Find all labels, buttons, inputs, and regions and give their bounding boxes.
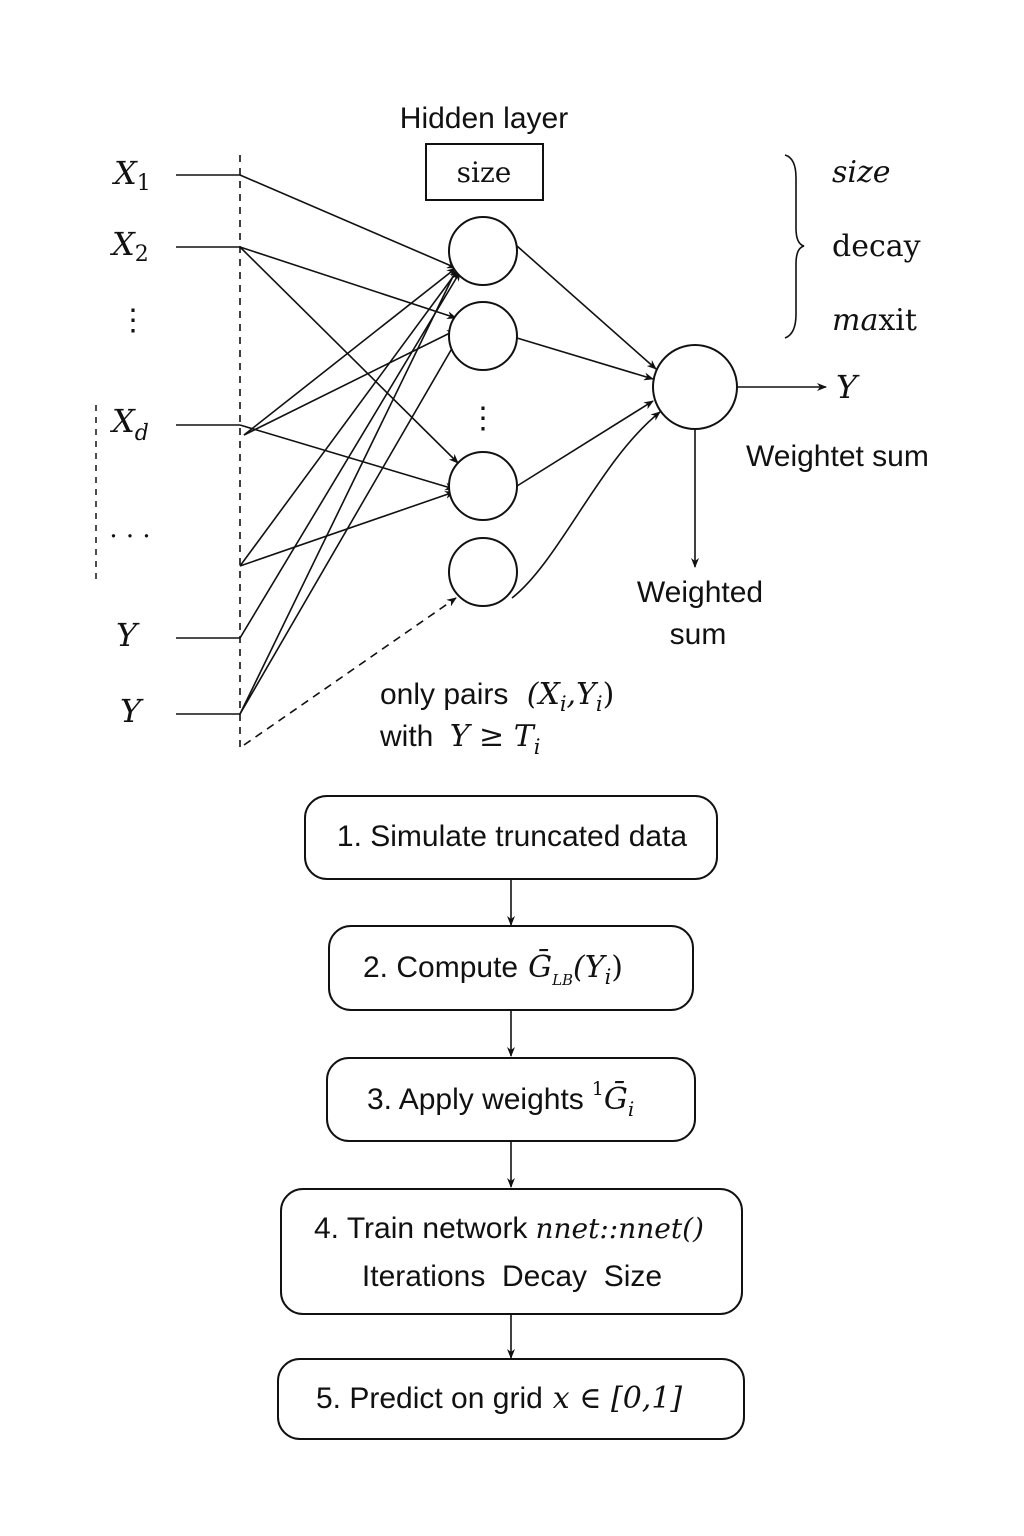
output-node	[652, 344, 738, 430]
hidden-layer-title: Hidden layer	[400, 102, 568, 135]
param-decay: decay	[832, 229, 921, 264]
input-x1-label: X1	[111, 154, 151, 196]
hidden-vdots: ⋮	[468, 401, 498, 436]
weighted-sum-label-line1: Weighted	[637, 576, 763, 609]
note-line-1: only pairs (Xi,Yi)	[380, 677, 614, 716]
input-x2-label: X2	[109, 225, 149, 267]
input-hidden-connections	[239, 174, 461, 746]
step-4-sublabel: Iterations Decay Size	[362, 1260, 662, 1293]
step-1-label: 1. Simulate truncated data	[337, 820, 688, 853]
parameter-brace	[784, 154, 805, 339]
step-5-box	[277, 1358, 745, 1440]
hidden-node-2	[448, 301, 518, 371]
hidden-node-4	[448, 537, 518, 607]
input-hdots: · · ·	[109, 522, 150, 552]
param-size: size	[832, 155, 891, 190]
hidden-output-connections	[511, 245, 661, 599]
input-xd-label: Xd	[109, 402, 149, 446]
input-vdots: ⋮	[118, 303, 148, 338]
hidden-layer-size-box	[425, 143, 544, 201]
note-line-2: with Y ≥ Ti	[379, 719, 540, 759]
output-y-label: Y	[836, 368, 860, 406]
hidden-node-3	[448, 451, 518, 521]
step-4-box	[280, 1188, 743, 1315]
weightet-sum-label: Weightet sum	[746, 440, 929, 473]
hidden-node-1	[448, 216, 518, 286]
input-y-upper-label: Y	[116, 616, 140, 654]
weighted-sum-label-line2: sum	[670, 618, 727, 651]
input-y-lower-label: Y	[120, 692, 144, 730]
param-maxit: maxit	[832, 303, 917, 338]
hidden-layer-size-label: size	[457, 156, 512, 189]
